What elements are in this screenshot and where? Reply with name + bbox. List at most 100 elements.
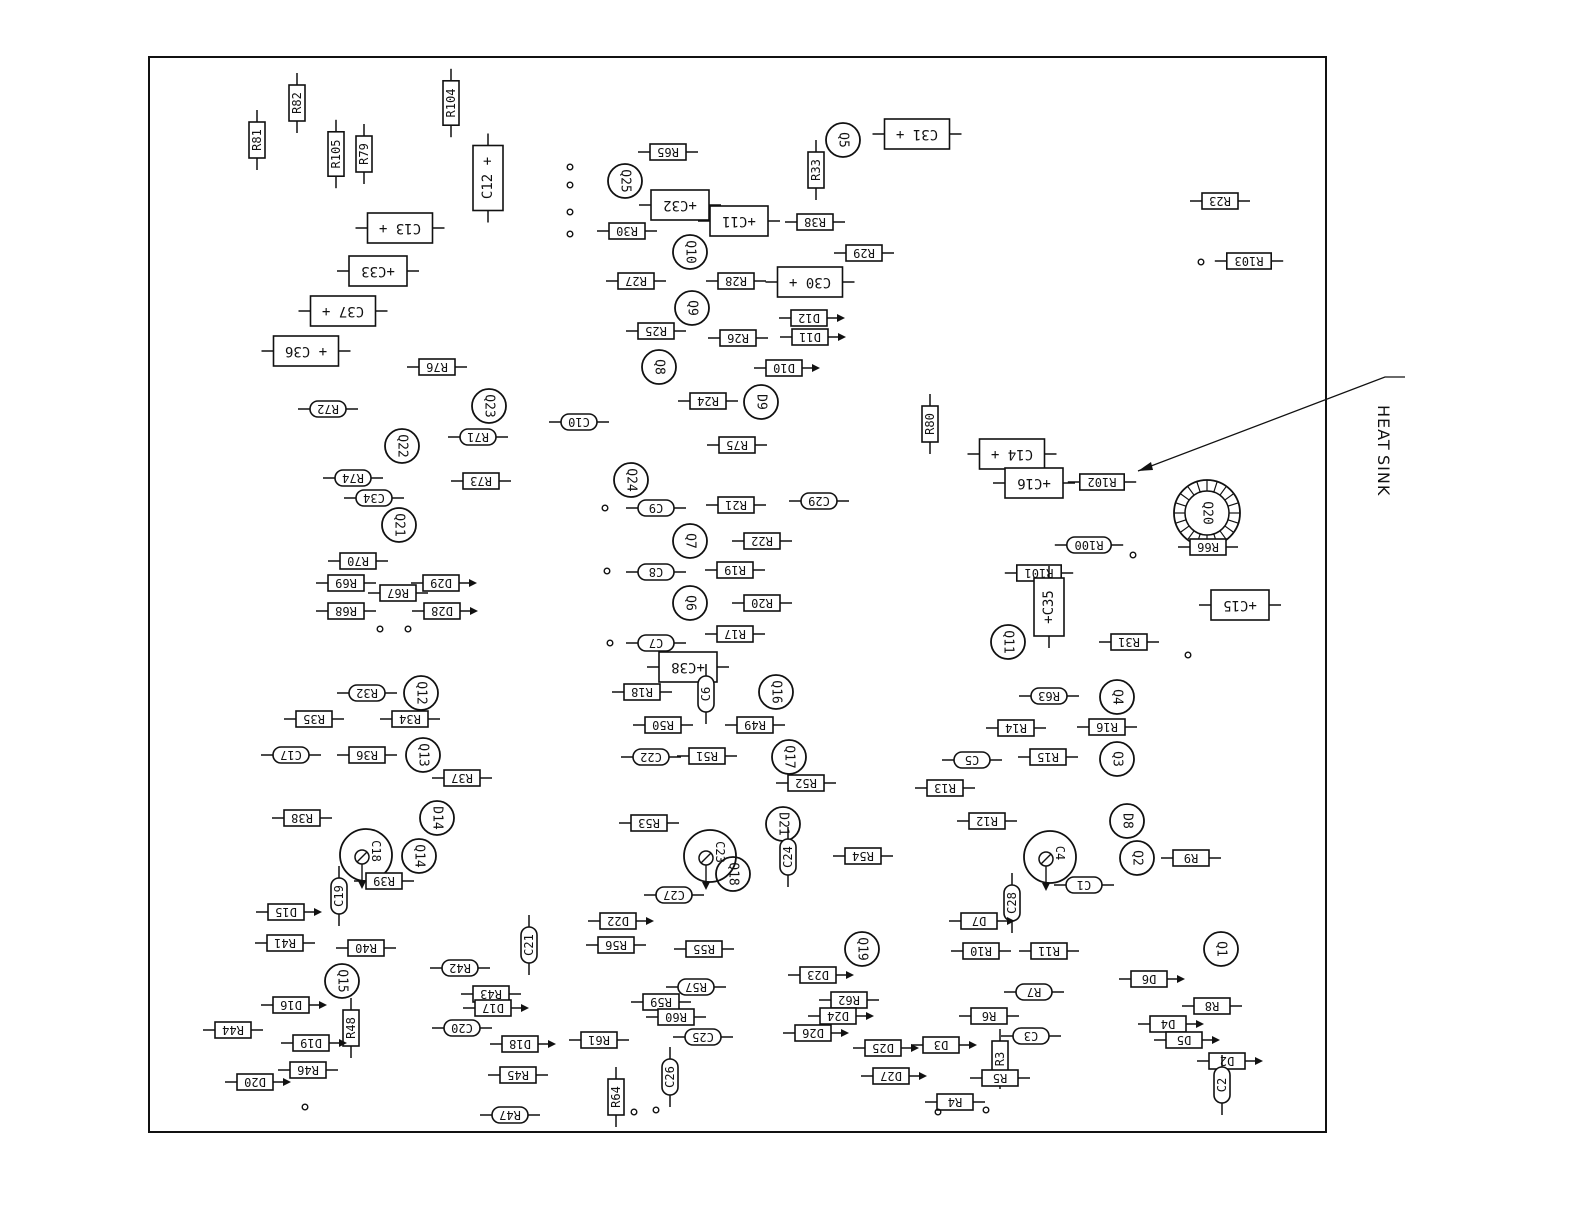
component-label: D26	[802, 1026, 824, 1040]
component-label: R14	[1005, 721, 1027, 735]
transistor-q10: Q10	[672, 234, 708, 270]
body-outline	[289, 1061, 327, 1079]
body-outline	[1193, 997, 1231, 1015]
resistor-r18: R18	[612, 683, 672, 701]
component-body: R36	[337, 746, 397, 764]
component-label: R11	[1038, 944, 1060, 958]
body-outline	[697, 675, 715, 713]
transistor-outline	[844, 931, 880, 967]
component-body: D27	[861, 1067, 927, 1085]
component-label: R80	[923, 413, 937, 435]
component-body: R72	[298, 400, 358, 418]
diode-d22: D22	[588, 912, 654, 930]
transistor-q16: Q16	[758, 674, 794, 710]
resistor-r37: R37	[432, 769, 492, 787]
transistor-outline	[672, 234, 708, 270]
resistor-r66: R66	[1178, 538, 1238, 556]
component-body: R27	[606, 272, 666, 290]
component-label: C2	[1215, 1078, 1229, 1092]
component-label: D29	[430, 576, 452, 590]
body-outline	[330, 877, 348, 915]
capacitor-c21: C21	[520, 915, 538, 975]
body-outline	[462, 472, 500, 490]
component-label: R33	[809, 159, 823, 181]
heat-sink-inner	[1184, 490, 1230, 536]
component-label: R63	[1038, 689, 1060, 703]
body-outline	[981, 1069, 1019, 1087]
trimmer-arrow	[702, 882, 710, 890]
component-label: R76	[426, 360, 448, 374]
component-body: C34	[344, 489, 404, 507]
transistor-q21: Q21	[381, 507, 417, 543]
diode-d4: D4	[1138, 1015, 1204, 1033]
body-outline	[355, 135, 373, 173]
body-outline	[650, 189, 710, 221]
component-body: R53	[619, 814, 679, 832]
transistor-outline	[674, 290, 710, 326]
component-body: R18	[612, 683, 672, 701]
component-label: Q5	[836, 132, 851, 148]
transistor-d9: D9	[743, 384, 779, 420]
capacitor-c2: C2	[1213, 1055, 1231, 1115]
component-body: C10	[549, 413, 609, 431]
component-body: C17	[261, 746, 321, 764]
transistor-outline	[403, 675, 439, 711]
component-body: R4	[925, 1093, 985, 1111]
diode-d15: D15	[256, 903, 322, 921]
component-label: R104	[444, 89, 458, 118]
heat-sink-fin	[1196, 481, 1201, 493]
body-outline	[1079, 473, 1126, 491]
body-outline	[1165, 1031, 1203, 1049]
resistor-r79: R79	[355, 124, 373, 184]
resistor-r73: R73	[451, 472, 511, 490]
component-label: D22	[607, 914, 629, 928]
capacitor-c12: C12 +	[472, 133, 504, 223]
component-body: C30 +	[765, 266, 855, 298]
component-body: D26	[783, 1024, 849, 1042]
body-outline	[799, 966, 837, 984]
component-label: Q12	[414, 681, 429, 704]
mounting-hole	[301, 1103, 309, 1111]
component-body: R47	[480, 1106, 540, 1124]
component-body: R13	[915, 779, 975, 797]
component-label: C9	[649, 501, 663, 515]
component-label: R55	[693, 942, 715, 956]
component-label: C37 +	[322, 303, 364, 319]
body-outline	[474, 999, 512, 1017]
component-label: R79	[357, 143, 371, 165]
mounting-hole	[630, 1108, 638, 1116]
component-body: R34	[380, 710, 440, 728]
resistor-r68: R68	[316, 602, 376, 620]
resistor-r40: R40	[336, 939, 396, 957]
capacitor-c7: C7	[626, 634, 686, 652]
diode-d2: D2	[1197, 1052, 1263, 1070]
component-body: R45	[488, 1066, 548, 1084]
component-body: C21	[520, 915, 538, 975]
resistor-r64: R64	[607, 1067, 625, 1127]
component-body: D20	[225, 1073, 291, 1091]
component-body: D4	[1138, 1015, 1204, 1033]
component-body: R57	[666, 978, 726, 996]
component-body: C13 +	[355, 212, 445, 244]
diode-d18: D18	[490, 1035, 556, 1053]
component-body: R9	[1161, 849, 1221, 867]
diode-arrow	[646, 917, 654, 925]
component-label: R36	[356, 748, 378, 762]
component-body: C24	[779, 827, 797, 887]
body-outline	[1033, 577, 1065, 637]
component-body: R39	[354, 872, 414, 890]
component-label: D18	[509, 1037, 531, 1051]
capacitor-c16: +C16	[993, 467, 1075, 499]
capacitor-c28: C28	[1003, 873, 1021, 933]
body-outline	[936, 1093, 974, 1111]
component-label: R39	[373, 874, 395, 888]
body-outline	[776, 266, 844, 298]
body-outline	[272, 746, 310, 764]
diode-d25: D25	[853, 1039, 919, 1057]
component-body: R38	[785, 213, 845, 231]
transistor-q19: Q19	[844, 931, 880, 967]
resistor-r53: R53	[619, 814, 679, 832]
diode-arrow	[919, 1072, 927, 1080]
component-label: C28	[1005, 892, 1019, 914]
resistor-r50: R50	[633, 716, 693, 734]
